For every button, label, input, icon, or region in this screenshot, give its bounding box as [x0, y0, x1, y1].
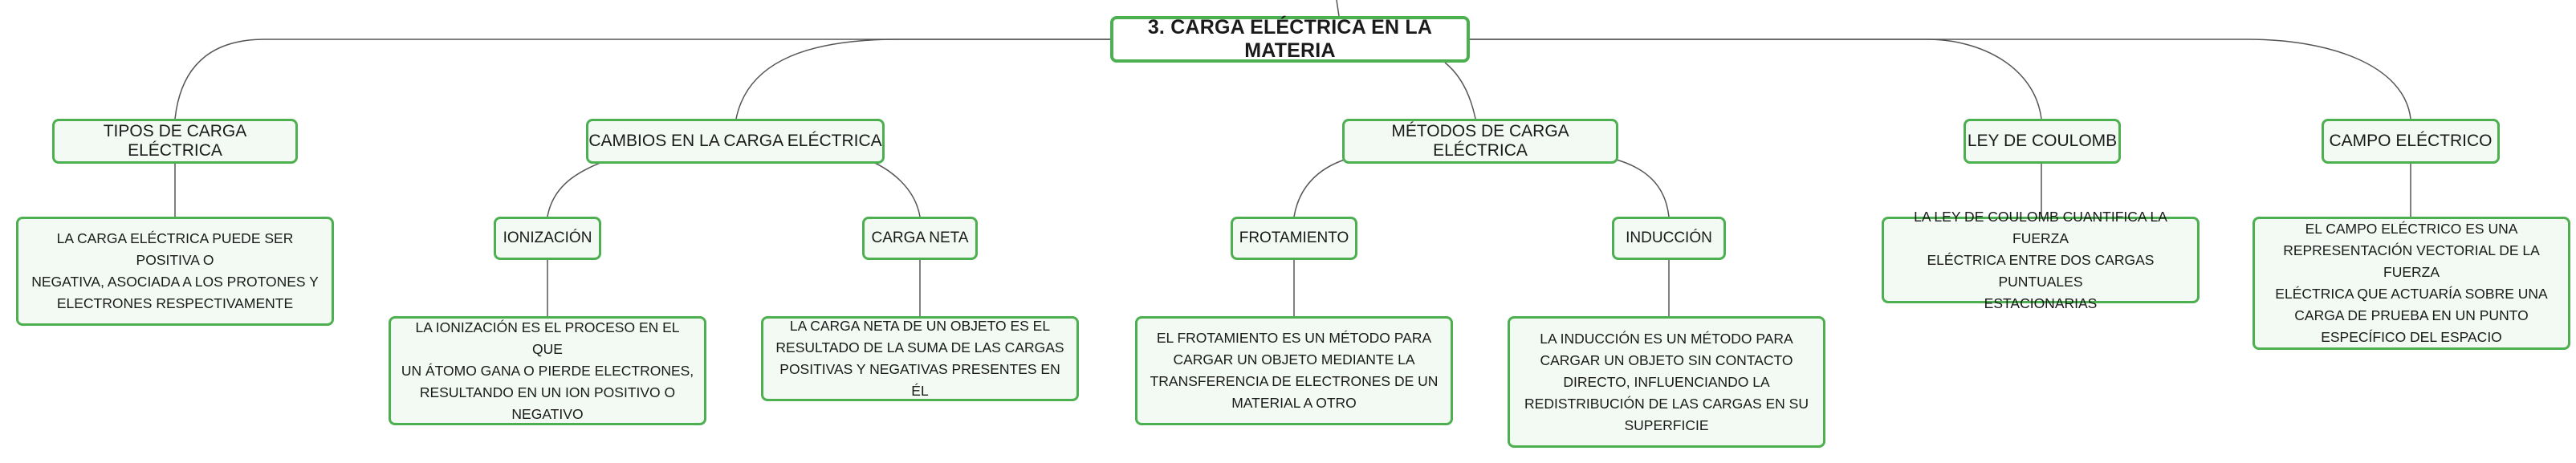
node-label: CAMBIOS EN LA CARGA ELÉCTRICA	[588, 132, 882, 150]
desc-line: NEGATIVA, ASOCIADA A LOS PROTONES Y	[31, 274, 319, 290]
node-carga-neta[interactable]: CARGA NETA	[862, 217, 978, 260]
node-label: FROTAMIENTO	[1239, 229, 1349, 246]
node-induccion[interactable]: INDUCCIÓN	[1612, 217, 1726, 260]
node-label: LEY DE COULOMB	[1967, 132, 2118, 150]
node-label: INDUCCIÓN	[1626, 229, 1712, 246]
desc-line: CARGA DE PRUEBA EN UN PUNTO	[2294, 307, 2529, 323]
node-ley-de-coulomb[interactable]: LEY DE COULOMB	[1964, 119, 2121, 164]
desc-line: ELÉCTRICA ENTRE DOS CARGAS PUNTUALES	[1927, 251, 2155, 290]
node-frotamiento[interactable]: FROTAMIENTO	[1231, 217, 1357, 260]
desc-line: LA INDUCCIÓN ES UN MÉTODO PARA	[1540, 330, 1793, 347]
desc-line: EL FROTAMIENTO ES UN MÉTODO PARA	[1156, 330, 1432, 346]
desc-line: REDISTRIBUCIÓN DE LAS CARGAS EN SU	[1524, 395, 1809, 412]
desc-ley-de-coulomb[interactable]: LA LEY DE COULOMB CUANTIFICA LA FUERZA E…	[1882, 209, 2200, 311]
desc-line: RESULTANDO EN UN ION POSITIVO O	[419, 384, 676, 400]
connector-root-campo	[1470, 39, 2411, 120]
desc-line: ESTACIONARIAS	[1984, 294, 2098, 311]
connector-metodos-frotamiento	[1293, 158, 1348, 217]
node-tipos-de-carga[interactable]: TIPOS DE CARGA ELÉCTRICA	[52, 119, 298, 164]
desc-line: CARGAR UN OBJETO MEDIANTE LA	[1173, 351, 1415, 368]
desc-tipos-de-carga[interactable]: LA CARGA ELÉCTRICA PUEDE SER POSITIVA O …	[16, 217, 334, 326]
connector-root-tipos	[174, 39, 1110, 120]
desc-ionizacion[interactable]: LA IONIZACIÓN ES EL PROCESO EN EL QUE UN…	[389, 316, 706, 425]
desc-line: CARGAR UN OBJETO SIN CONTACTO	[1540, 351, 1793, 368]
desc-line: ESPECÍFICO DEL ESPACIO	[2321, 329, 2502, 345]
desc-carga-neta[interactable]: LA CARGA NETA DE UN OBJETO ES EL RESULTA…	[761, 316, 1079, 401]
root-node[interactable]: 3. CARGA ELÉCTRICA EN LA MATERIA	[1110, 16, 1470, 63]
desc-line: REPRESENTACIÓN VECTORIAL DE LA FUERZA	[2283, 242, 2540, 280]
node-label: CARGA NETA	[871, 229, 969, 246]
desc-line: EL CAMPO ELÉCTRICO ES UNA	[2305, 221, 2518, 237]
connector-root-coulomb	[1470, 39, 2042, 120]
connector-cambios-carga-neta	[865, 158, 921, 217]
desc-line: ELECTRONES RESPECTIVAMENTE	[56, 295, 294, 311]
desc-campo-electrico[interactable]: EL CAMPO ELÉCTRICO ES UNA REPRESENTACIÓN…	[2252, 217, 2570, 350]
connector-metodos-induccion	[1613, 158, 1670, 217]
desc-line: LA CARGA NETA DE UN OBJETO ES EL	[789, 318, 1051, 334]
desc-line: TRANSFERENCIA DE ELECTRONES DE UN	[1150, 373, 1439, 389]
desc-line: MATERIAL A OTRO	[1231, 395, 1357, 411]
desc-line: LA IONIZACIÓN ES EL PROCESO EN EL QUE	[415, 319, 680, 357]
desc-line: LA CARGA ELÉCTRICA PUEDE SER POSITIVA O	[56, 230, 294, 268]
desc-line: ELÉCTRICA QUE ACTUARÍA SOBRE UNA	[2275, 286, 2548, 302]
desc-line: NEGATIVO	[511, 405, 584, 422]
desc-line: SUPERFICIE	[1624, 416, 1709, 433]
node-label: IONIZACIÓN	[503, 229, 592, 246]
desc-line: LA LEY DE COULOMB CUANTIFICA LA FUERZA	[1914, 208, 2167, 246]
desc-line: POSITIVAS Y NEGATIVAS PRESENTES EN ÉL	[779, 361, 1060, 399]
node-ionizacion[interactable]: IONIZACIÓN	[494, 217, 601, 260]
node-campo-electrico[interactable]: CAMPO ELÉCTRICO	[2322, 119, 2500, 164]
desc-line: UN ÁTOMO GANA O PIERDE ELECTRONES,	[401, 362, 694, 379]
desc-line: DIRECTO, INFLUENCIANDO LA	[1563, 373, 1770, 390]
desc-induccion[interactable]: LA INDUCCIÓN ES UN MÉTODO PARA CARGAR UN…	[1508, 316, 1825, 448]
node-metodos-de-carga[interactable]: MÉTODOS DE CARGA ELÉCTRICA	[1342, 119, 1618, 164]
root-node-label: 3. CARGA ELÉCTRICA EN LA MATERIA	[1147, 16, 1433, 62]
node-label: CAMPO ELÉCTRICO	[2329, 132, 2493, 150]
desc-line: RESULTADO DE LA SUMA DE LAS CARGAS	[775, 339, 1064, 355]
node-cambios-en-la-carga[interactable]: CAMBIOS EN LA CARGA ELÉCTRICA	[586, 119, 885, 164]
node-label: TIPOS DE CARGA ELÉCTRICA	[103, 122, 247, 160]
connector-cambios-ionizacion	[547, 158, 611, 217]
connector-root-parent	[1336, 0, 1340, 17]
node-label: MÉTODOS DE CARGA ELÉCTRICA	[1391, 122, 1569, 160]
connector-root-cambios	[735, 39, 1110, 120]
desc-frotamiento[interactable]: EL FROTAMIENTO ES UN MÉTODO PARA CARGAR …	[1135, 316, 1453, 425]
connector-root-metodos	[1444, 62, 1476, 120]
